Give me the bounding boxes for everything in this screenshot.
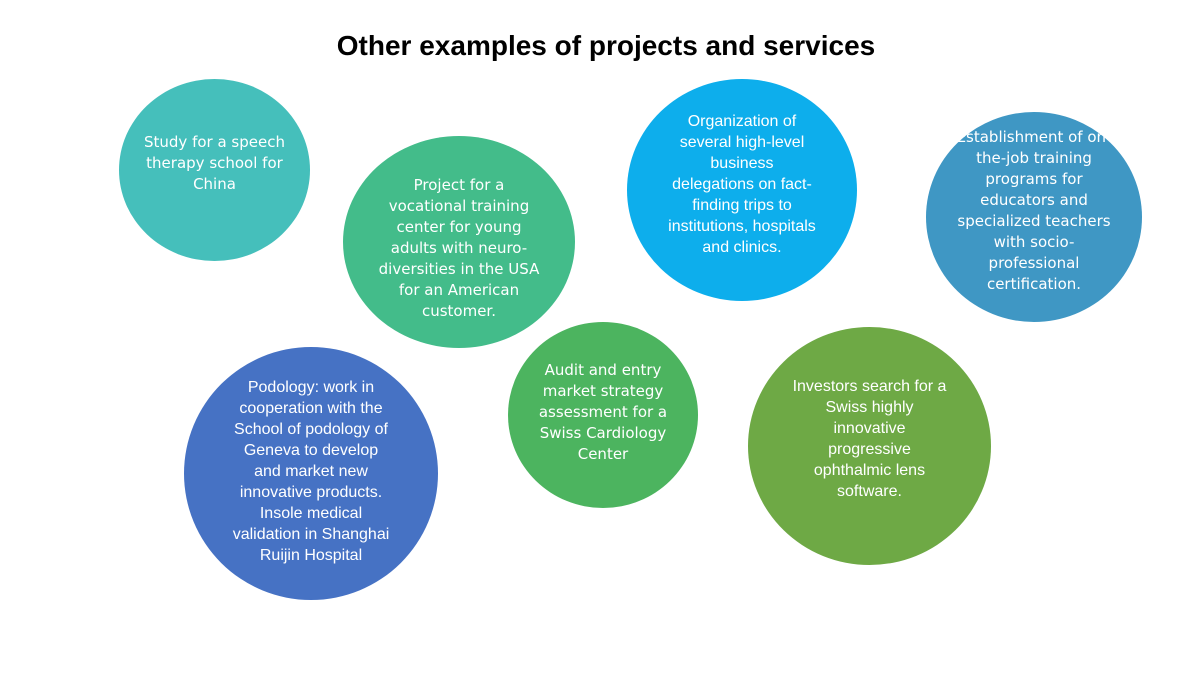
- page-title: Other examples of projects and services: [336, 30, 876, 61]
- bubble-educator-training-programs: Establishment of on- the-job training pr…: [926, 112, 1142, 322]
- bubble-educator-training-text: Establishment of on- the-job training pr…: [956, 128, 1112, 293]
- bubble-cardiology-audit: Audit and entry market strategy assessme…: [508, 322, 698, 508]
- bubble-cardiology-audit-text: Audit and entry market strategy assessme…: [538, 360, 668, 463]
- bubble-vocational-training-text: Project for a vocational training center…: [378, 175, 540, 320]
- bubble-investors-search: Investors search for a Swiss highly inno…: [748, 327, 991, 565]
- bubble-speech-therapy-text: Study for a speech therapy school for Ch…: [144, 132, 285, 193]
- bubble-business-delegations-text: Organization of several high-level busin…: [668, 112, 816, 256]
- bubble-vocational-training-project: Project for a vocational training center…: [343, 136, 575, 348]
- bubble-podology: Podology: work in cooperation with the S…: [184, 347, 438, 600]
- bubble-podology-text: Podology: work in cooperation with the S…: [232, 379, 390, 564]
- bubble-investors-search-text: Investors search for a Swiss highly inno…: [792, 378, 947, 500]
- bubble-business-delegations: Organization of several high-level busin…: [627, 79, 857, 301]
- bubble-speech-therapy-study: Study for a speech therapy school for Ch…: [119, 79, 310, 261]
